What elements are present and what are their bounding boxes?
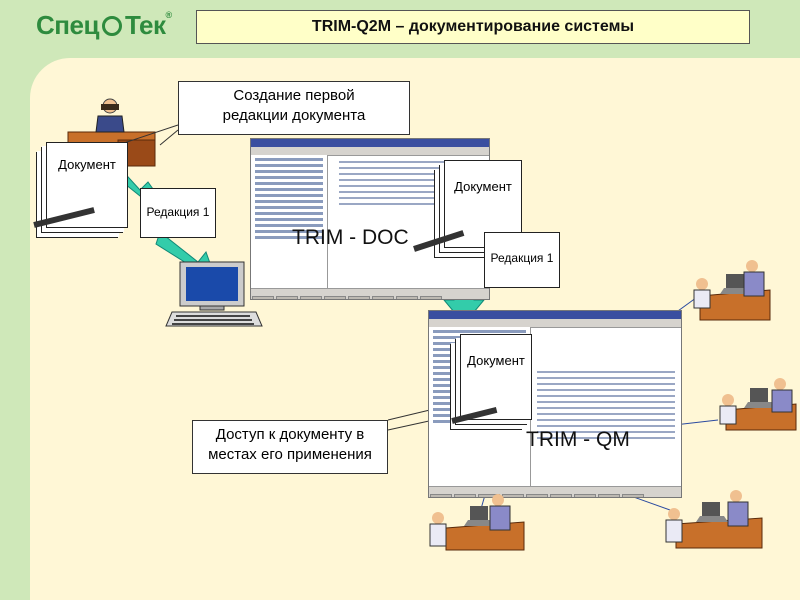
user-figure-1	[693, 260, 771, 321]
user-figure-2	[719, 378, 797, 431]
revision-card-2: Редакция 1	[484, 232, 560, 288]
trim-doc-label: TRIM - DOC	[292, 226, 409, 249]
user-figure-4	[665, 490, 763, 549]
create-first-revision-callout: Создание первой редакции документа	[178, 81, 410, 135]
trim-qm-label: TRIM - QM	[526, 428, 630, 451]
revision-card-1: Редакция 1	[140, 188, 216, 238]
access-document-callout: Доступ к документу в местах его применен…	[192, 420, 388, 474]
gear-icon	[101, 16, 122, 36]
document-card-qm: Документ	[460, 334, 532, 420]
page-title: TRIM-Q2M – документирование системы	[196, 10, 750, 44]
user-figure-3	[429, 494, 525, 551]
